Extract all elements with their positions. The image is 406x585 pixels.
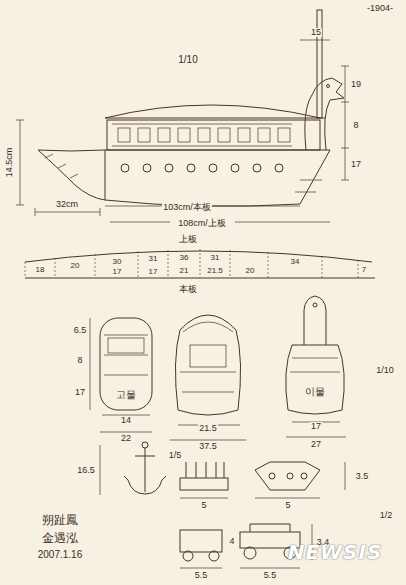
dimension-label: 17 bbox=[310, 422, 322, 431]
dimension-label: 37.5 bbox=[198, 442, 218, 451]
dimension-label: 고물 bbox=[115, 390, 137, 400]
dimension-label: 22 bbox=[120, 434, 132, 443]
dimension-label: 5 bbox=[284, 501, 291, 510]
watermark: NEWSIS bbox=[287, 542, 384, 562]
dimension-label: 103cm/本板 bbox=[162, 203, 212, 212]
dimension-label: 16.5 bbox=[76, 466, 96, 475]
dimension-label: 本板 bbox=[178, 285, 198, 294]
dimension-label: 5 bbox=[200, 501, 207, 510]
dimension-label: 7 bbox=[361, 266, 367, 274]
dimension-label: 21.5 bbox=[198, 424, 218, 433]
dimension-label: 34 bbox=[290, 258, 301, 266]
dimension-label: 1/10 bbox=[375, 366, 395, 375]
dimension-label: 17 bbox=[148, 268, 159, 276]
dimension-label: 1/2 bbox=[379, 511, 394, 520]
dimension-label: 이물 bbox=[304, 387, 326, 397]
dimension-label: 上板 bbox=[178, 235, 198, 244]
dimension-label: 8 bbox=[352, 121, 359, 130]
dimension-label: 17 bbox=[350, 160, 362, 169]
dimension-label: 6.5 bbox=[73, 326, 88, 335]
dimension-label: 4 bbox=[228, 537, 235, 546]
dimension-label: 1/5 bbox=[168, 451, 183, 460]
dimension-label: 8 bbox=[76, 356, 83, 365]
dimension-label: 20 bbox=[70, 262, 81, 270]
dimension-label: 30 bbox=[112, 258, 123, 266]
dimension-label: 15 bbox=[310, 28, 322, 37]
dimension-label: 21.5 bbox=[206, 267, 224, 275]
dimension-label: 36 bbox=[179, 254, 190, 262]
dimension-label: 21 bbox=[179, 267, 190, 275]
dimension-label: 1/10 bbox=[177, 55, 198, 65]
dimension-label: 20 bbox=[245, 267, 256, 275]
dimension-label: 金遇泓 bbox=[41, 532, 79, 544]
dimension-label: 14 bbox=[120, 416, 132, 425]
dimension-label: 27 bbox=[310, 440, 322, 449]
dimension-label: 2007.1.16 bbox=[37, 550, 84, 560]
dimension-label: 32cm bbox=[55, 200, 79, 209]
dimension-label: 108cm/上板 bbox=[177, 219, 227, 228]
dimension-label: -1904- bbox=[366, 4, 394, 13]
dimension-label: 17 bbox=[112, 268, 123, 276]
dimension-label: 5.5 bbox=[194, 571, 209, 580]
dimension-label: 19 bbox=[350, 80, 362, 89]
dimension-label: 3.5 bbox=[355, 472, 370, 481]
dimension-label: 17 bbox=[74, 388, 86, 397]
dimension-label: 31 bbox=[210, 254, 221, 262]
dimension-label: 5.5 bbox=[263, 571, 278, 580]
dimension-label: 18 bbox=[35, 266, 46, 274]
dimension-label: 31 bbox=[148, 255, 159, 263]
dimension-label: 14.5cm bbox=[6, 146, 15, 178]
dimension-label: 朔趾鳳 bbox=[41, 514, 79, 526]
